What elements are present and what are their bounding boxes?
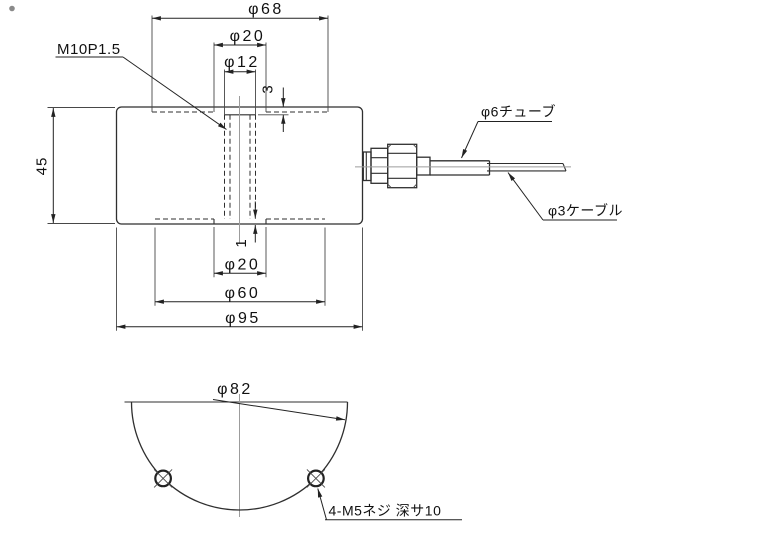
dimension-dia12: φ12 bbox=[224, 54, 260, 74]
gland-hex-nut bbox=[387, 143, 418, 189]
tube-label-text: φ6チューブ bbox=[481, 104, 556, 120]
bottom-boss-edges bbox=[213, 219, 267, 224]
label-cable: φ3ケーブル bbox=[507, 172, 623, 221]
hole-cross bbox=[306, 469, 326, 488]
bottom-half-view: φ82 4-M5ネジ 深サ10 bbox=[124, 381, 462, 521]
dimension-text: 45 bbox=[34, 157, 51, 176]
thread-label-text: M10P1.5 bbox=[57, 41, 121, 58]
dimension-text: φ12 bbox=[224, 54, 260, 71]
gland-locknut bbox=[370, 147, 389, 184]
extension-lines bbox=[213, 227, 267, 278]
cable-label-text: φ3ケーブル bbox=[548, 203, 623, 219]
dimension-depth3: 3 bbox=[258, 84, 289, 132]
dimension-text: φ20 bbox=[230, 28, 266, 45]
hex-nut-flats bbox=[387, 152, 417, 179]
dimension-text: φ82 bbox=[217, 381, 253, 398]
dimension-dia95: φ95 bbox=[116, 227, 363, 331]
dimension-depth1: 1 bbox=[233, 201, 258, 248]
extension-lines bbox=[154, 227, 326, 306]
dimension-text: φ68 bbox=[248, 1, 284, 18]
dimension-text: φ60 bbox=[225, 285, 261, 302]
screws-label-text: 4-M5ネジ 深サ10 bbox=[329, 503, 442, 519]
leader-line bbox=[212, 399, 346, 421]
screw-hole-right bbox=[306, 469, 326, 488]
extension-lines bbox=[116, 227, 363, 331]
hole-cross bbox=[153, 469, 173, 488]
hex-nut-chamfers bbox=[387, 143, 418, 189]
counterbore-sides bbox=[224, 69, 256, 115]
extension-lines bbox=[47, 107, 115, 224]
dimension-text: 3 bbox=[260, 84, 277, 93]
label-tube: φ6チューブ bbox=[461, 104, 556, 159]
leader-line bbox=[507, 172, 544, 221]
dimension-dia20-top: φ20 bbox=[213, 28, 267, 112]
sensor-body bbox=[115, 69, 364, 244]
screw-hole-left bbox=[153, 469, 173, 488]
dimension-text: φ20 bbox=[225, 257, 261, 274]
tube-outline bbox=[430, 160, 491, 176]
cable-gland bbox=[355, 143, 571, 189]
leader-line bbox=[317, 488, 327, 520]
dimension-text: φ95 bbox=[225, 310, 261, 327]
label-thread: M10P1.5 bbox=[55, 41, 227, 130]
gland-collar bbox=[416, 156, 431, 176]
extension-lines bbox=[213, 42, 267, 112]
dimension-dia20-bottom: φ20 bbox=[213, 227, 267, 278]
bolt-circle-arc bbox=[130, 401, 349, 511]
dimension-dia68: φ68 bbox=[151, 1, 329, 112]
locknut-flats bbox=[371, 157, 388, 174]
gland-neck bbox=[362, 151, 372, 182]
leader-line bbox=[461, 121, 479, 159]
dimension-text: 1 bbox=[233, 238, 250, 247]
thread-hidden-lines bbox=[224, 114, 256, 219]
dimension-dia60: φ60 bbox=[154, 227, 326, 306]
dimension-height45: 45 bbox=[34, 107, 115, 224]
dimension-dia82: φ82 bbox=[212, 381, 346, 421]
page-marker-dot bbox=[9, 5, 15, 12]
extension-lines bbox=[151, 15, 329, 112]
side-view: φ68 φ20 φ12 3 45 1 bbox=[34, 1, 623, 331]
leader-line bbox=[122, 56, 227, 130]
label-screws: 4-M5ネジ 深サ10 bbox=[317, 488, 462, 521]
